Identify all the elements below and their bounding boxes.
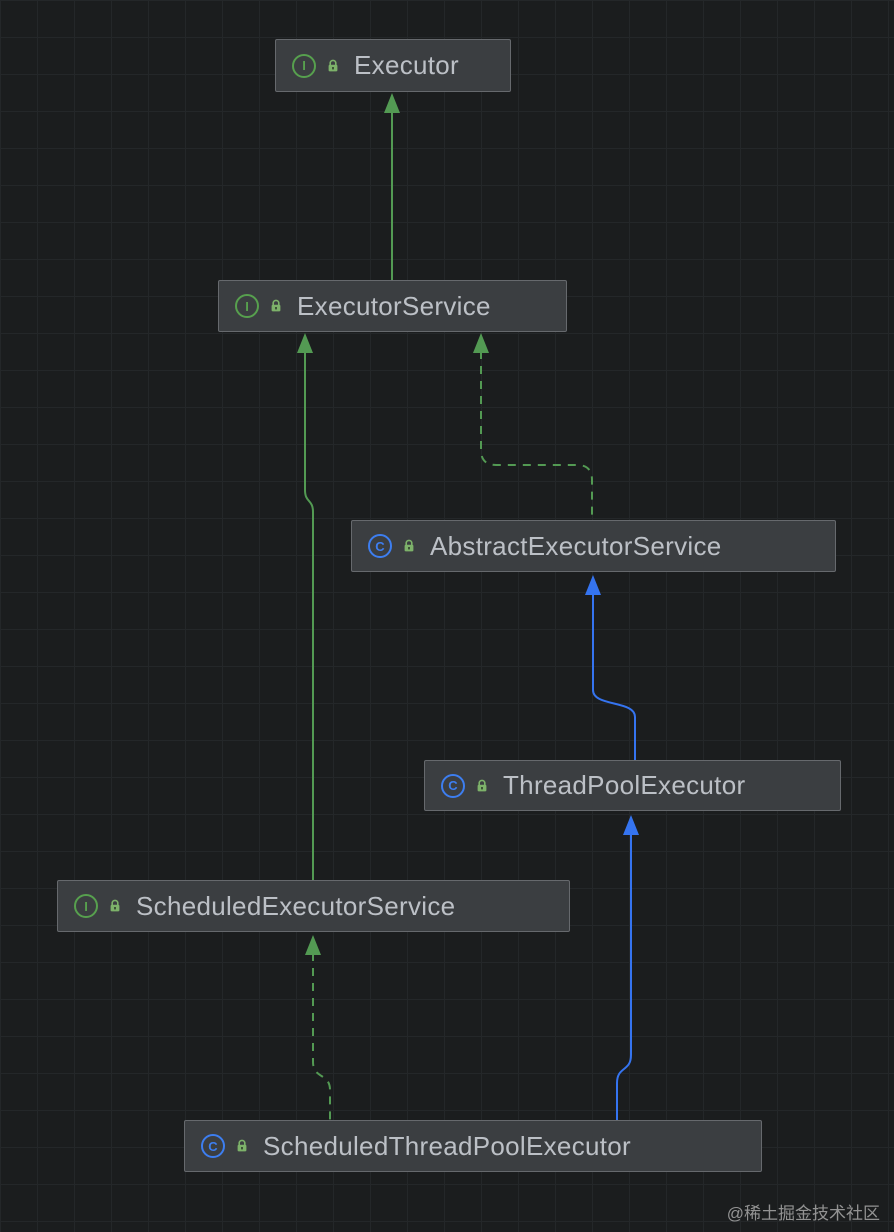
lock-icon (475, 779, 489, 793)
node-scheduledexecutorservice[interactable]: I ScheduledExecutorService (57, 880, 570, 932)
node-scheduledthreadpoolexecutor[interactable]: C ScheduledThreadPoolExecutor (184, 1120, 762, 1172)
watermark: @稀土掘金技术社区 (726, 1204, 880, 1223)
lock-icon (269, 299, 283, 313)
lock-icon (235, 1139, 249, 1153)
node-label: Executor (354, 50, 460, 80)
lock-icon (108, 899, 122, 913)
node-abstractexecutorservice[interactable]: C AbstractExecutorService (351, 520, 836, 572)
lock-icon (402, 539, 416, 553)
node-label: ThreadPoolExecutor (503, 770, 746, 800)
class-icon: C (201, 1134, 225, 1158)
edge-scheduledexecutorservice-extends-executorservice (297, 333, 314, 880)
class-icon: C (441, 773, 465, 798)
node-executorservice[interactable]: I ExecutorService (218, 280, 567, 332)
lock-icon (326, 59, 340, 73)
interface-icon: I (292, 53, 316, 78)
class-icon: C (368, 534, 392, 558)
node-threadpoolexecutor[interactable]: C ThreadPoolExecutor (424, 760, 841, 811)
interface-icon: I (74, 894, 98, 918)
edge-abstractexecutorservice-implements-executorservice (473, 333, 593, 520)
edge-scheduledthreadpoolexecutor-extends-threadpoolexecutor (616, 815, 639, 1120)
edge-executorservice-extends-executor (384, 93, 400, 280)
node-label: AbstractExecutorService (430, 530, 722, 561)
node-executor[interactable]: I Executor (275, 39, 511, 92)
interface-icon: I (235, 294, 259, 318)
node-label: ExecutorService (297, 290, 491, 321)
edge-scheduledthreadpoolexecutor-implements-scheduledexecutorservice (305, 935, 331, 1120)
node-label: ScheduledExecutorService (136, 890, 456, 921)
edge-threadpoolexecutor-extends-abstractexecutorservice (585, 575, 636, 760)
node-label: ScheduledThreadPoolExecutor (263, 1130, 631, 1161)
